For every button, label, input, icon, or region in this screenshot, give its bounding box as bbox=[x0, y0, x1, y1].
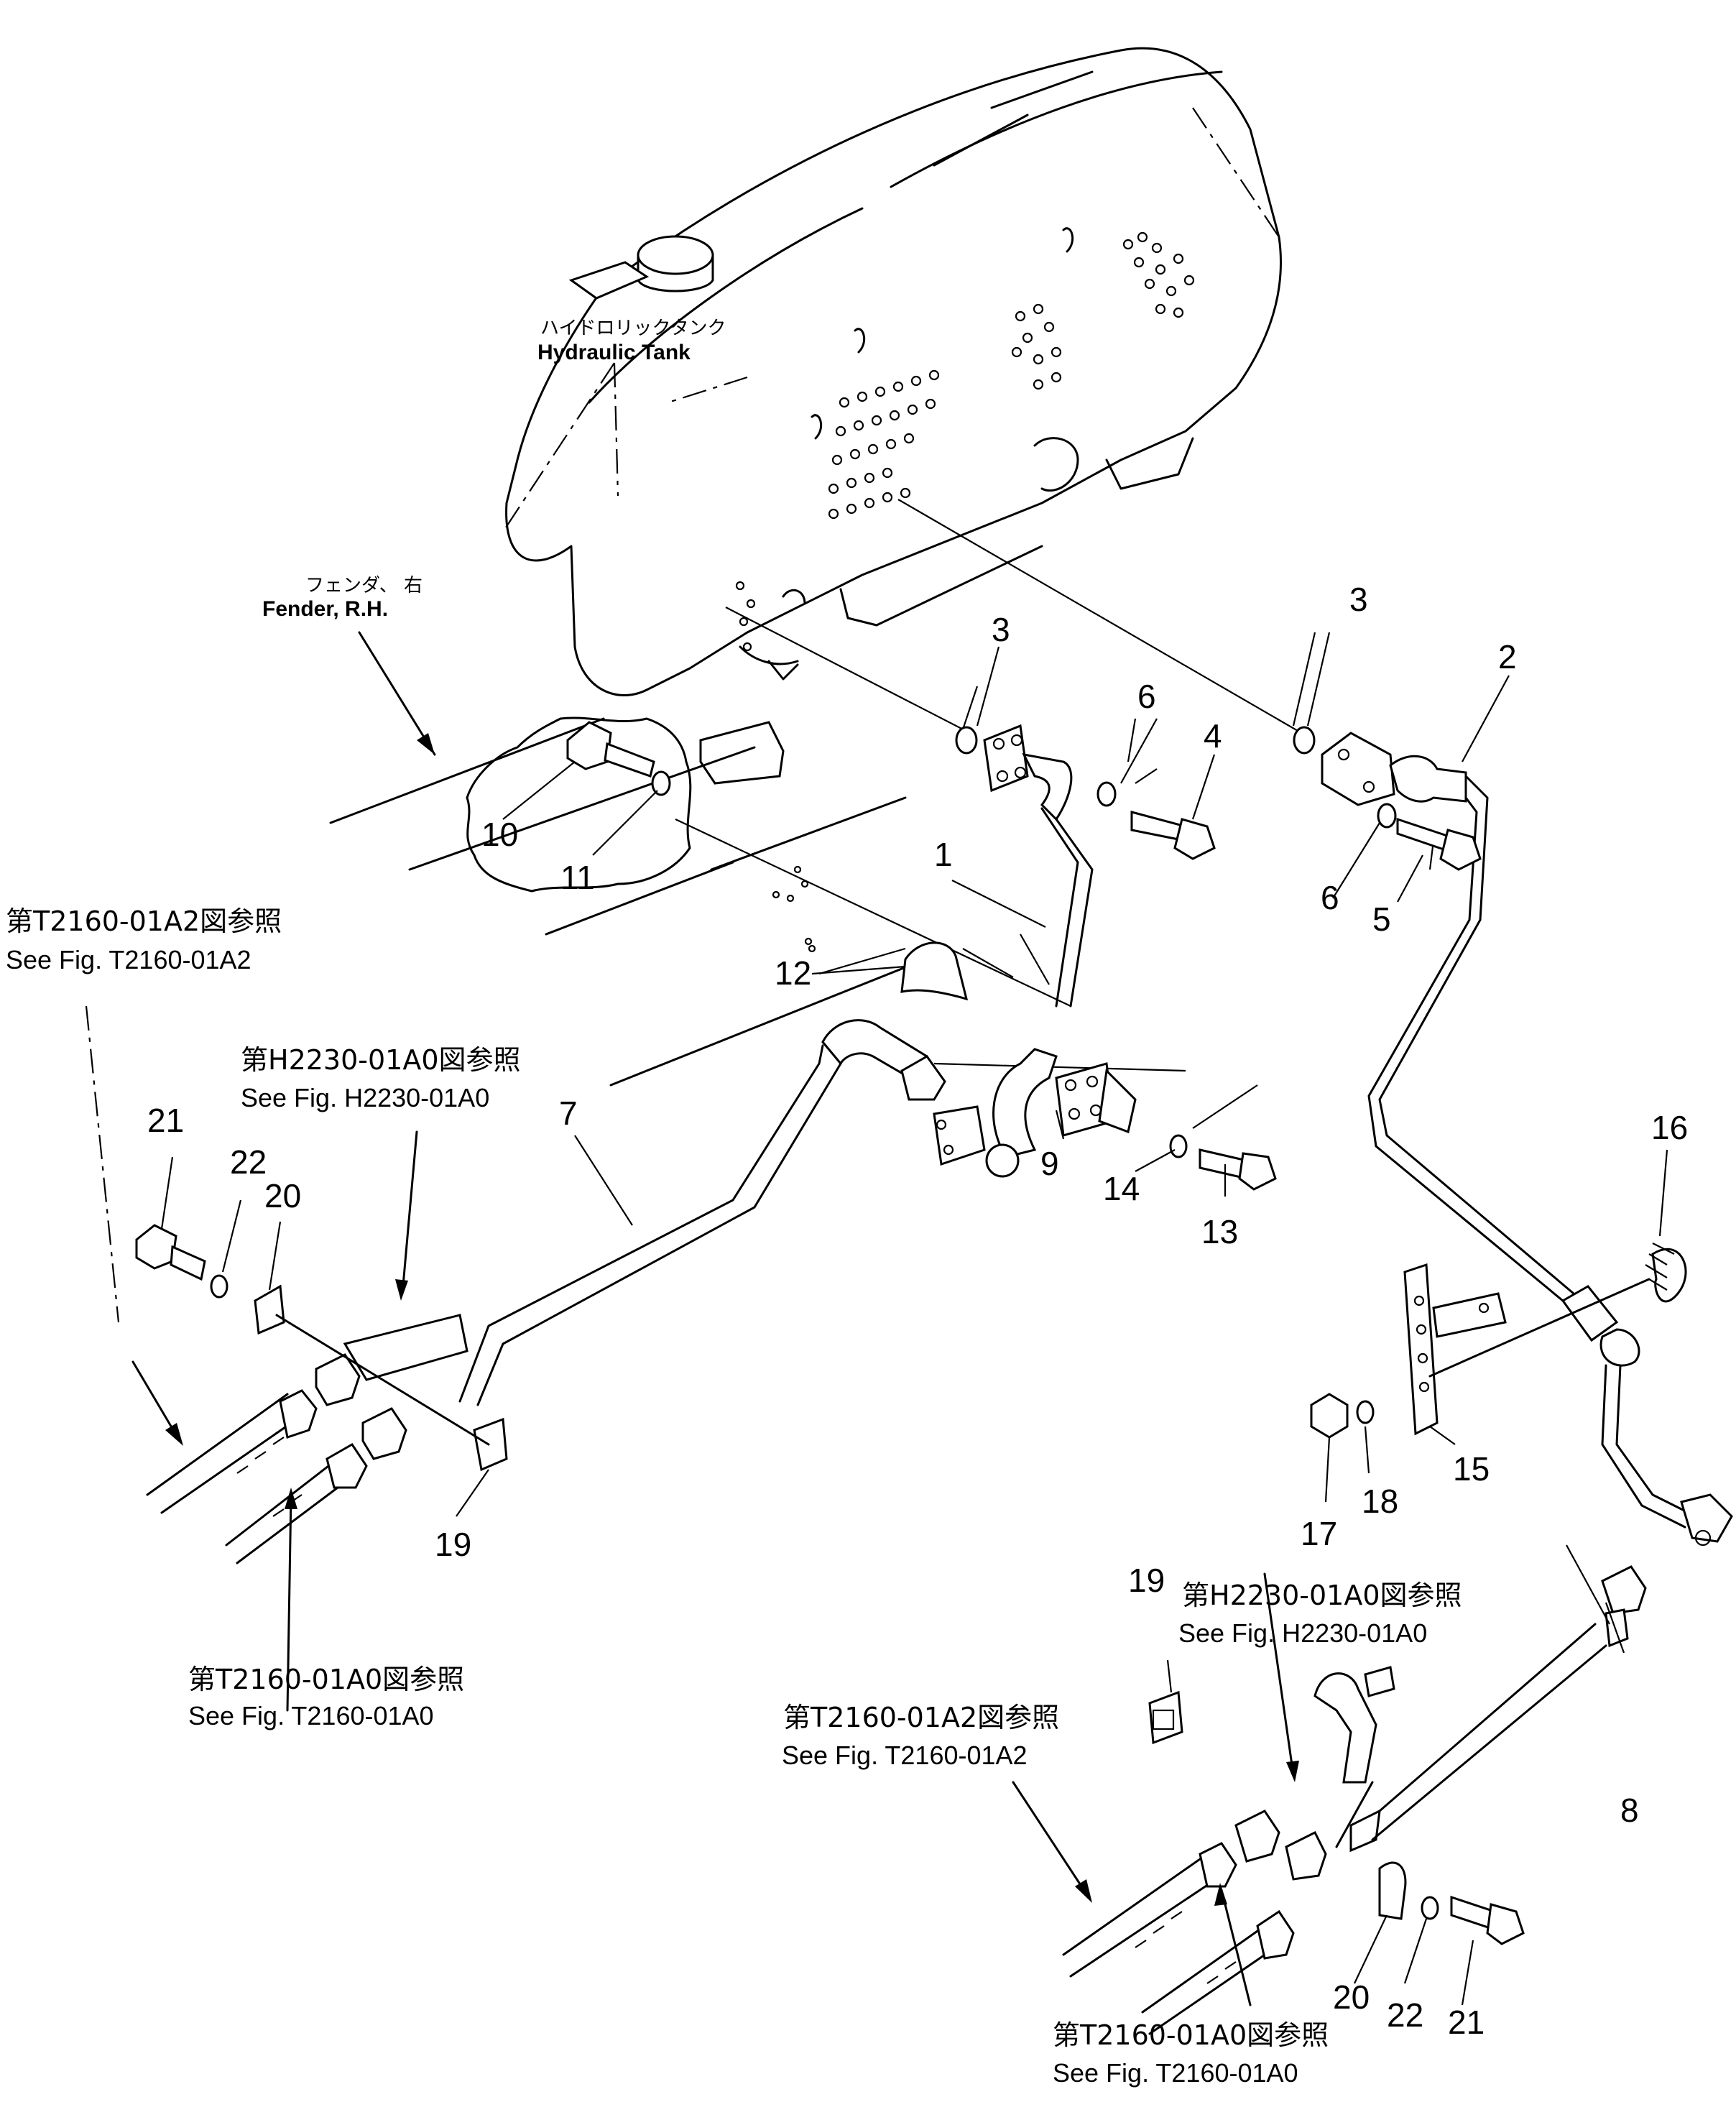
part-number-3-left: 3 bbox=[992, 611, 1010, 648]
part-number-2: 2 bbox=[1498, 638, 1517, 676]
part-number-20-right: 20 bbox=[1333, 1978, 1370, 2016]
clamp-part-20-right bbox=[1378, 1861, 1407, 1920]
part-number-14: 14 bbox=[1103, 1170, 1140, 1207]
ref-a0-right-en: See Fig. T2160-01A0 bbox=[1053, 2058, 1298, 2088]
bolt-part-13 bbox=[1199, 1148, 1277, 1191]
ref-a0-left-jp: 第T2160-01A0図参照 bbox=[188, 1664, 464, 1695]
right-hose-assembly bbox=[1062, 1565, 1647, 2035]
part-number-13: 13 bbox=[1201, 1213, 1238, 1250]
tank-leader-dashdot bbox=[502, 362, 615, 533]
part-number-5: 5 bbox=[1372, 900, 1391, 938]
bracket-part-9 bbox=[1055, 1062, 1137, 1137]
bolt-part-5 bbox=[1396, 817, 1482, 871]
clamp-part-12 bbox=[900, 941, 969, 1001]
leader-lines bbox=[675, 499, 1435, 1129]
hydraulic-tank bbox=[505, 47, 1282, 696]
fender-rh bbox=[329, 716, 936, 1087]
part-number-11: 11 bbox=[560, 859, 595, 896]
clamp-part-19-left bbox=[473, 1417, 508, 1472]
tank-label-en: Hydraulic Tank bbox=[537, 341, 691, 364]
washer-part-11 bbox=[651, 770, 671, 796]
tank-leader-dashdot-2 bbox=[613, 362, 619, 497]
fender-leader-arrow bbox=[358, 631, 436, 756]
bolt-part-4 bbox=[1130, 811, 1216, 860]
clamp-leader-left bbox=[275, 1314, 490, 1446]
callout-leaders bbox=[160, 632, 1668, 2006]
tank-vertical-dashdot bbox=[668, 376, 748, 404]
tube-part-8 bbox=[1367, 918, 1733, 1546]
bolt-part-21-right bbox=[1450, 1895, 1525, 1945]
tank-edge-dashdot bbox=[1192, 107, 1280, 238]
part-number-18: 18 bbox=[1362, 1483, 1398, 1520]
nut-part-17 bbox=[1310, 1393, 1349, 1439]
bolt-part-10 bbox=[566, 721, 655, 778]
part-number-6-right: 6 bbox=[1321, 879, 1339, 916]
ref-h-left-en: See Fig. H2230-01A0 bbox=[241, 1083, 489, 1112]
ref-a0-right-jp: 第T2160-01A0図参照 bbox=[1053, 2019, 1329, 2051]
part-number-19-left: 19 bbox=[435, 1526, 471, 1563]
u-bolt-leader bbox=[1428, 1278, 1650, 1378]
part-number-6-left: 6 bbox=[1137, 678, 1156, 715]
arrowhead-icon bbox=[417, 733, 435, 755]
ref-h-left-jp: 第H2230-01A0図参照 bbox=[241, 1044, 521, 1076]
u-bolt-part-16 bbox=[1645, 1243, 1687, 1303]
ref-a2-right-jp: 第T2160-01A2図参照 bbox=[783, 1702, 1059, 1733]
o-ring-right bbox=[1293, 726, 1316, 755]
part-number-12: 12 bbox=[775, 954, 811, 992]
ref-h-right-jp: 第H2230-01A0図参照 bbox=[1182, 1580, 1462, 1611]
part-number-8: 8 bbox=[1620, 1792, 1639, 1829]
part-number-1: 1 bbox=[934, 836, 953, 873]
bracket-part-15 bbox=[1403, 1263, 1507, 1436]
tube-part-1 bbox=[933, 724, 1094, 1178]
ref-a2-right-en: See Fig. T2160-01A2 bbox=[782, 1741, 1028, 1770]
washer-part-22-left bbox=[210, 1274, 228, 1299]
washer-part-14 bbox=[1169, 1134, 1188, 1158]
clamp-part-19-right bbox=[1148, 1690, 1183, 1745]
part-number-15: 15 bbox=[1453, 1450, 1490, 1488]
elbow-part-2 bbox=[1321, 732, 1489, 921]
ref-a2-left-en: See Fig. T2160-01A2 bbox=[6, 945, 251, 974]
bolt-part-21-left bbox=[135, 1224, 206, 1281]
part-number-20-left: 20 bbox=[264, 1177, 301, 1214]
clamp-19-inner bbox=[1152, 1709, 1175, 1730]
ref-h-right-en: See Fig. H2230-01A0 bbox=[1178, 1618, 1427, 1648]
part-number-22-left: 22 bbox=[230, 1143, 267, 1181]
washer-part-18 bbox=[1356, 1400, 1375, 1424]
part-number-4: 4 bbox=[1204, 717, 1222, 755]
tube-part-7 bbox=[458, 1019, 946, 1406]
part-number-16: 16 bbox=[1651, 1109, 1688, 1146]
left-ref-dashdot bbox=[85, 1005, 120, 1323]
part-number-22-right: 22 bbox=[1387, 1996, 1423, 2034]
part-number-10: 10 bbox=[481, 816, 518, 853]
part-number-9: 9 bbox=[1040, 1145, 1059, 1182]
ref-a2-left-jp: 第T2160-01A2図参照 bbox=[6, 905, 282, 937]
ref-a0-left-en: See Fig. T2160-01A0 bbox=[188, 1701, 434, 1730]
part-number-3-right: 3 bbox=[1349, 581, 1368, 618]
part-number-21-left: 21 bbox=[147, 1102, 184, 1139]
fender-label-jp: フェンダ、 右 bbox=[305, 575, 423, 596]
tank-label-jp: ハイドロリックタンク bbox=[540, 318, 726, 339]
part-number-7: 7 bbox=[559, 1094, 578, 1132]
washer-part-6-right bbox=[1377, 803, 1397, 829]
washer-part-6-left bbox=[1096, 781, 1117, 807]
o-ring-left bbox=[955, 726, 978, 755]
part-number-17: 17 bbox=[1301, 1515, 1337, 1552]
left-hose-assembly bbox=[146, 1314, 468, 1564]
part-number-19-right: 19 bbox=[1128, 1562, 1165, 1599]
part-number-21-right: 21 bbox=[1448, 2004, 1485, 2041]
clamp-part-20-left bbox=[254, 1284, 285, 1335]
fender-label-en: Fender, R.H. bbox=[262, 597, 388, 621]
washer-part-22-right bbox=[1421, 1896, 1439, 1920]
reference-arrows bbox=[131, 1130, 1299, 2006]
